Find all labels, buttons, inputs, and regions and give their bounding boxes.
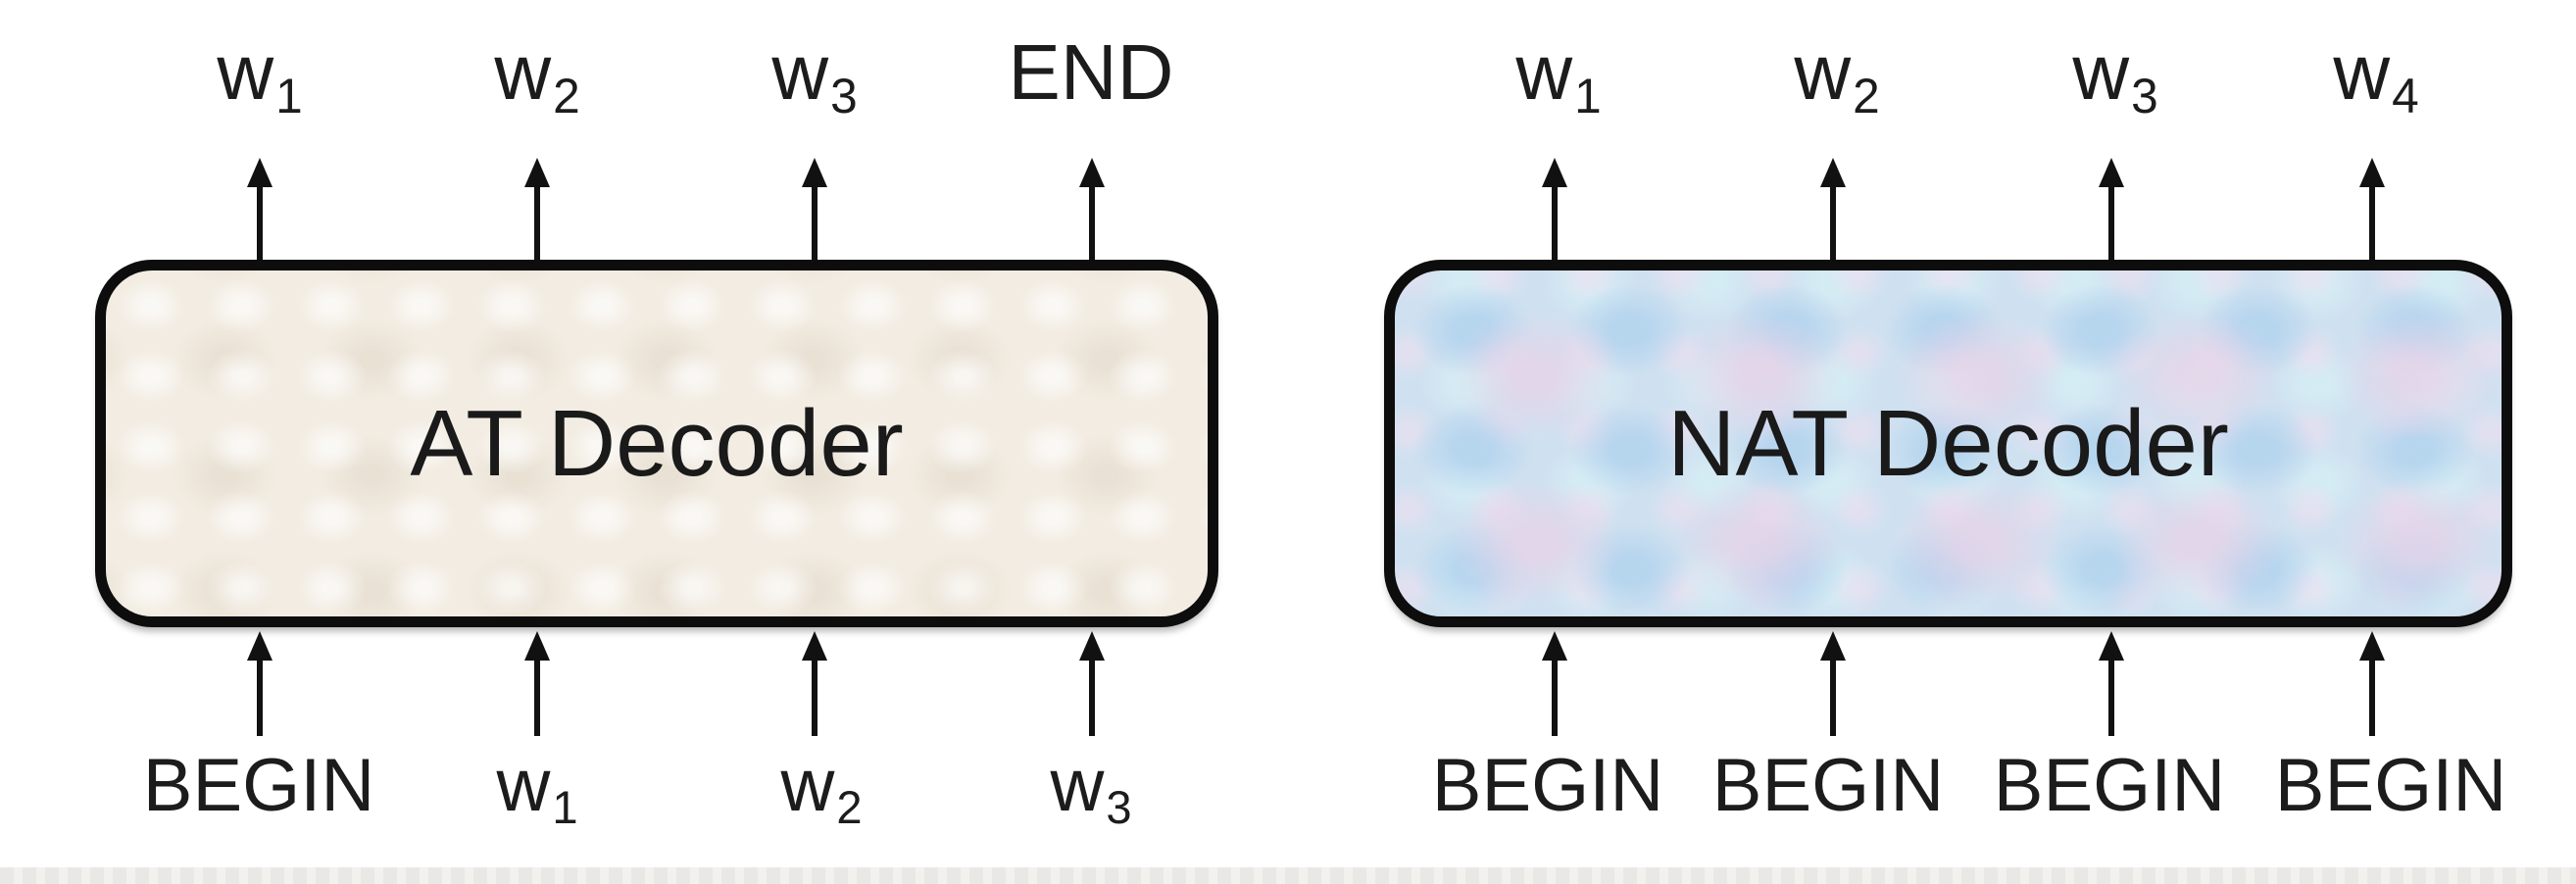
bottom-artifact-strip xyxy=(0,867,2576,884)
nat-input-label: BEGIN xyxy=(1432,749,1666,830)
nat-input-label: BEGIN xyxy=(1994,749,2228,830)
up-arrow-icon xyxy=(523,158,551,260)
at-input-label: w1 xyxy=(496,749,578,834)
nat-decoder-box: NAT Decoder xyxy=(1384,260,2512,627)
label-text: w xyxy=(780,744,835,827)
label-text: w xyxy=(2072,28,2130,116)
up-arrow-icon xyxy=(2098,158,2125,260)
up-arrow-icon xyxy=(801,158,828,260)
label-text: BEGIN xyxy=(1431,744,1664,827)
at-input-label: w2 xyxy=(780,749,863,834)
label-text: BEGIN xyxy=(142,744,375,827)
at-input-label: w3 xyxy=(1050,749,1132,834)
at-output-label: END xyxy=(1009,33,1176,121)
up-arrow-icon xyxy=(2098,631,2125,736)
up-arrow-icon xyxy=(2358,631,2386,736)
nat-input-label: BEGIN xyxy=(2275,749,2509,830)
up-arrow-icon xyxy=(1078,631,1106,736)
up-arrow-icon xyxy=(1078,158,1106,260)
at-input-label: BEGIN xyxy=(143,749,377,830)
up-arrow-icon xyxy=(1541,631,1568,736)
nat-output-label: w4 xyxy=(2333,33,2418,121)
up-arrow-icon xyxy=(246,158,273,260)
label-text: w xyxy=(771,28,829,116)
label-subscript: 1 xyxy=(1574,68,1602,123)
label-subscript: 4 xyxy=(2392,68,2419,123)
up-arrow-icon xyxy=(246,631,273,736)
label-text: BEGIN xyxy=(1711,744,1945,827)
up-arrow-icon xyxy=(1819,631,1847,736)
label-text: w xyxy=(2333,28,2391,116)
nat-output-label: w2 xyxy=(1794,33,1879,121)
label-text: w xyxy=(217,28,274,116)
label-subscript: 2 xyxy=(836,781,863,834)
label-text: BEGIN xyxy=(2274,744,2507,827)
label-subscript: 2 xyxy=(553,68,580,123)
label-text: BEGIN xyxy=(1993,744,2226,827)
label-subscript: 2 xyxy=(1853,68,1880,123)
up-arrow-icon xyxy=(1541,158,1568,260)
nat-output-label: w1 xyxy=(1515,33,1601,121)
up-arrow-icon xyxy=(2358,158,2386,260)
label-text: w xyxy=(1050,744,1105,827)
label-text: END xyxy=(1008,28,1174,116)
label-text: w xyxy=(496,744,551,827)
at-output-label: w1 xyxy=(217,33,302,121)
label-subscript: 3 xyxy=(830,68,858,123)
up-arrow-icon xyxy=(523,631,551,736)
up-arrow-icon xyxy=(1819,158,1847,260)
label-text: w xyxy=(1515,28,1573,116)
label-subscript: 1 xyxy=(552,781,578,834)
label-subscript: 1 xyxy=(275,68,303,123)
label-text: w xyxy=(494,28,552,116)
nat-decoder-label: NAT Decoder xyxy=(1667,390,2229,496)
label-subscript: 3 xyxy=(1106,781,1132,834)
label-subscript: 3 xyxy=(2131,68,2158,123)
at-decoder-box: AT Decoder xyxy=(95,260,1218,627)
up-arrow-icon xyxy=(801,631,828,736)
nat-input-label: BEGIN xyxy=(1712,749,1947,830)
at-output-label: w2 xyxy=(494,33,579,121)
at-decoder-label: AT Decoder xyxy=(410,390,904,496)
label-text: w xyxy=(1794,28,1852,116)
at-output-label: w3 xyxy=(771,33,857,121)
nat-output-label: w3 xyxy=(2072,33,2157,121)
